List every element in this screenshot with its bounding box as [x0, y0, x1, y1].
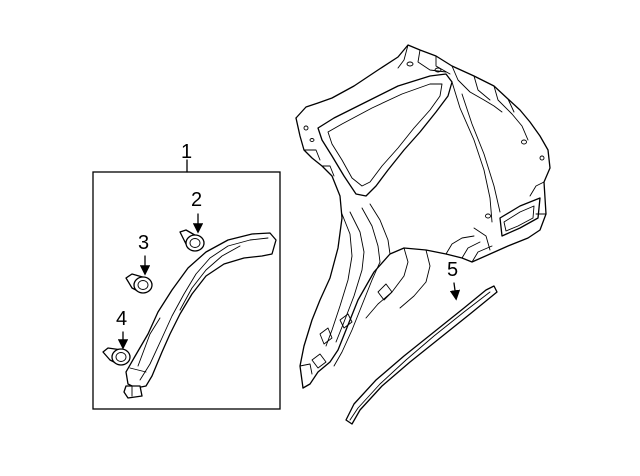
quarter-panel — [295, 44, 551, 389]
part-3-clip — [125, 273, 153, 294]
part-1-wheel-arch-trim — [123, 232, 277, 399]
callout-2: 2 — [191, 189, 202, 211]
callout-3: 3 — [138, 232, 149, 254]
callout-5: 5 — [447, 259, 458, 281]
callout-1: 1 — [181, 141, 192, 163]
part-2-clip — [179, 229, 205, 252]
part-4-clip — [102, 347, 131, 366]
part-5-moulding — [345, 285, 498, 425]
leader-arrow-5 — [449, 282, 461, 301]
callout-4: 4 — [116, 308, 127, 330]
